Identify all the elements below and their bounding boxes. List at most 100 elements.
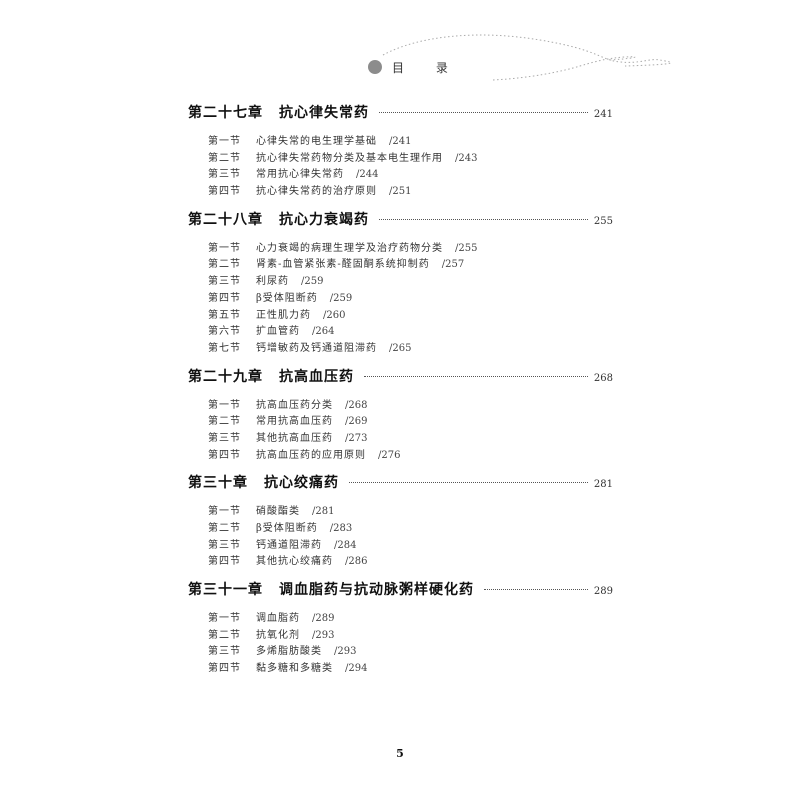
chapter-heading[interactable]: 第二十八章 抗心力衰竭药 255 (188, 209, 613, 231)
section-number: 第三节 (208, 169, 241, 181)
chapter-number: 第二十九章 (188, 368, 263, 385)
chapter-title: 调血脂药与抗动脉粥样硬化药 (279, 582, 474, 599)
section-item[interactable]: 第四节 β受体阻断药/259 (188, 289, 613, 306)
section-number: 第四节 (208, 556, 241, 568)
section-number: 第一节 (208, 136, 241, 147)
section-page: /243 (455, 152, 478, 164)
section-item[interactable]: 第一节抗高血压药分类/268 (188, 396, 613, 413)
section-item[interactable]: 第五节正性肌力药/260 (188, 306, 613, 323)
section-item[interactable]: 第七节钙增敏药及钙通道阻滞药/265 (188, 339, 613, 356)
section-number: 第一节 (208, 399, 241, 411)
page-number: 5 (396, 747, 404, 760)
section-page: /289 (312, 613, 335, 625)
section-page: /259 (329, 292, 353, 304)
section-title: 硝酸酯类 (256, 506, 300, 518)
leader-dots (349, 481, 588, 484)
chapter-heading[interactable]: 第二十七章 抗心律失常药 241 (188, 102, 613, 124)
chapter-page: 268 (593, 372, 613, 384)
section-number: 第二节 (208, 523, 241, 534)
section-title: β受体阻断药 (256, 523, 318, 534)
section-title: 利尿药 (256, 276, 289, 288)
section-number: 第一节 (208, 613, 241, 625)
page-header: 目 录 (0, 0, 800, 95)
section-title: 心律失常的电生理学基础 (256, 136, 377, 147)
chapter-28: 第二十八章 抗心力衰竭药 255 第一节 心力衰竭的病理生理学及治疗药物分类/25… (188, 209, 613, 356)
section-title: 扩血管药 (256, 326, 300, 338)
section-item[interactable]: 第二节 常用抗高血压药/269 (188, 412, 613, 429)
section-item[interactable]: 第二节抗心律失常药物分类及基本电生理作用/243 (188, 149, 613, 166)
section-title: 肾素-血管紧张素-醛固酮系统抑制药 (256, 259, 430, 271)
section-page: /255 (455, 242, 478, 254)
section-item[interactable]: 第一节 硝酸酯类/281 (188, 502, 613, 519)
chapter-heading[interactable]: 第三十章 抗心绞痛药 281 (188, 472, 613, 494)
section-title: 其他抗心绞痛药 (256, 556, 333, 568)
section-title: 抗高血压药分类 (256, 399, 333, 411)
section-item[interactable]: 第三节常用抗心律失常药/244 (188, 165, 613, 182)
section-item[interactable]: 第二节肾素-血管紧张素-醛固酮系统抑制药/257 (188, 255, 613, 272)
chapter-page: 289 (593, 586, 613, 598)
chapter-title: 抗心律失常药 (279, 105, 369, 121)
section-page: /241 (389, 136, 412, 147)
section-item[interactable]: 第三节利尿药/259 (188, 272, 613, 289)
section-title: 抗高血压药的应用原则 (256, 449, 366, 461)
section-title: 黏多糖和多糖类 (256, 663, 333, 675)
section-number: 第四节 (208, 663, 241, 675)
decorative-swirl-icon (382, 34, 672, 81)
section-page: /294 (345, 663, 368, 675)
section-item[interactable]: 第一节 调血脂药/289 (188, 609, 613, 626)
section-title: 常用抗高血压药 (256, 416, 333, 428)
section-page: /260 (323, 309, 346, 321)
section-item[interactable]: 第四节抗心律失常药的治疗原则/251 (188, 182, 613, 199)
section-page: /293 (312, 629, 335, 641)
section-page: /251 (389, 186, 412, 198)
section-page: /276 (378, 449, 401, 461)
section-page: /284 (334, 539, 357, 551)
section-item[interactable]: 第三节其他抗高血压药/273 (188, 429, 613, 446)
section-number: 第二节 (208, 152, 241, 164)
chapter-page: 241 (593, 109, 613, 120)
section-item[interactable]: 第一节 心力衰竭的病理生理学及治疗药物分类/255 (188, 239, 613, 256)
section-title: 钙通道阻滞药 (256, 539, 322, 551)
section-title: 心力衰竭的病理生理学及治疗药物分类 (256, 242, 443, 254)
chapter-27: 第二十七章 抗心律失常药 241 第一节心律失常的电生理学基础/241 第二节抗… (188, 102, 613, 199)
section-title: 调血脂药 (256, 613, 300, 625)
section-page: /269 (345, 416, 368, 428)
header-bullet-icon (368, 60, 382, 74)
section-number: 第二节 (208, 416, 241, 428)
section-item[interactable]: 第四节 黏多糖和多糖类/294 (188, 659, 613, 676)
section-title: 多烯脂肪酸类 (256, 646, 322, 658)
section-page: /259 (301, 276, 324, 288)
section-title: β受体阻断药 (256, 292, 318, 304)
section-page: /286 (345, 556, 368, 568)
chapter-title: 抗心力衰竭药 (279, 211, 369, 228)
section-page: /281 (312, 506, 335, 518)
chapter-heading[interactable]: 第二十九章 抗高血压药 268 (188, 366, 613, 388)
section-page: /265 (389, 342, 412, 354)
chapter-heading[interactable]: 第三十一章 调血脂药与抗动脉粥样硬化药 289 (188, 579, 613, 601)
chapter-number: 第二十八章 (188, 211, 263, 228)
section-page: /244 (356, 169, 379, 181)
chapter-number: 第二十七章 (188, 105, 263, 121)
section-item[interactable]: 第四节抗高血压药的应用原则/276 (188, 446, 613, 463)
section-number: 第四节 (208, 292, 241, 304)
section-title: 正性肌力药 (256, 309, 311, 321)
section-page: /257 (441, 259, 465, 271)
section-item[interactable]: 第六节扩血管药/264 (188, 322, 613, 339)
chapter-page: 255 (593, 215, 613, 227)
section-number: 第七节 (208, 342, 241, 354)
section-item[interactable]: 第三节钙通道阻滞药/284 (188, 536, 613, 553)
chapter-31: 第三十一章 调血脂药与抗动脉粥样硬化药 289 第一节 调血脂药/289 第二节抗… (188, 579, 613, 676)
leader-dots (484, 588, 588, 591)
section-item[interactable]: 第一节 心律失常的电生理学基础/241 (188, 132, 613, 149)
section-item[interactable]: 第二节抗氧化剂/293 (188, 626, 613, 643)
section-title: 抗氧化剂 (256, 629, 300, 641)
section-item[interactable]: 第三节多烯脂肪酸类/293 (188, 642, 613, 659)
section-page: /264 (312, 326, 335, 338)
section-number: 第一节 (208, 506, 241, 518)
section-number: 第一节 (208, 242, 241, 254)
section-number: 第三节 (208, 646, 241, 658)
toc-heading: 目 录 (392, 61, 462, 75)
section-item[interactable]: 第四节 其他抗心绞痛药/286 (188, 552, 613, 569)
